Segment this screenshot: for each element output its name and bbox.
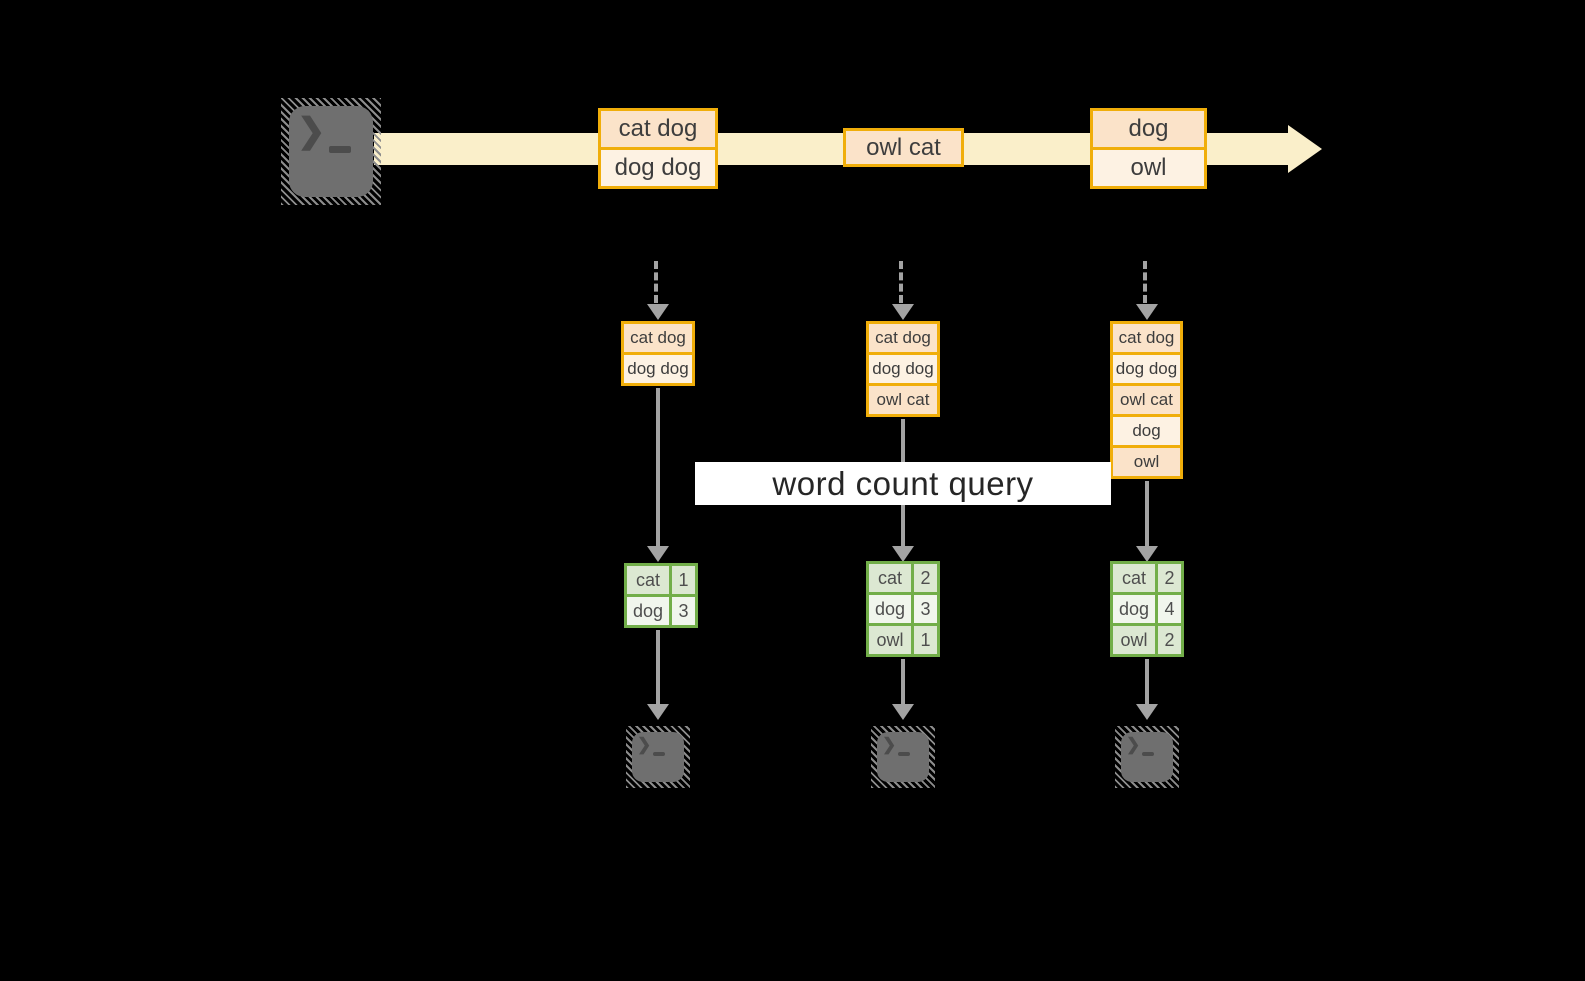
input-line: cat dog — [624, 324, 692, 352]
accumulated-input-2: cat dog dog dog owl cat — [866, 321, 940, 417]
terminal-screen — [877, 732, 929, 782]
query-arrow-line — [901, 419, 905, 462]
count-cell: 3 — [672, 597, 695, 625]
output-arrow-line — [901, 659, 905, 704]
stream-batch-3: dog owl — [1090, 108, 1207, 189]
input-line: owl — [1113, 448, 1180, 476]
input-line: owl cat — [1113, 386, 1180, 414]
query-label: word count query — [772, 464, 1034, 502]
output-arrowhead-icon — [647, 704, 669, 720]
source-terminal-icon: ❯ — [281, 98, 381, 205]
word-cell: owl — [1113, 626, 1155, 654]
dashed-arrowhead-icon — [1136, 304, 1158, 320]
count-cell: 2 — [914, 564, 937, 592]
query-arrowhead-icon — [647, 546, 669, 562]
query-arrow-line — [1145, 481, 1149, 546]
query-arrow-line — [656, 388, 660, 546]
dashed-arrowhead-icon — [647, 304, 669, 320]
word-cell: cat — [1113, 564, 1155, 592]
output-arrow-line — [1145, 659, 1149, 704]
output-arrow-line — [656, 630, 660, 704]
query-arrowhead-icon — [1136, 546, 1158, 562]
cursor-icon — [1142, 752, 1154, 756]
input-line: cat dog — [869, 324, 937, 352]
dashed-arrow-line — [654, 261, 658, 303]
cursor-icon — [653, 752, 665, 756]
input-line: dog — [1113, 417, 1180, 445]
input-line: dog dog — [624, 355, 692, 383]
prompt-icon: ❯ — [1126, 735, 1141, 754]
prompt-icon: ❯ — [882, 735, 897, 754]
count-cell: 1 — [914, 626, 937, 654]
sink-terminal-icon: ❯ — [871, 726, 935, 788]
word-cell: dog — [1113, 595, 1155, 623]
input-line: cat dog — [1113, 324, 1180, 352]
word-cell: cat — [869, 564, 911, 592]
count-table-2: cat 2 dog 3 owl 1 — [866, 561, 940, 657]
cursor-icon — [329, 146, 351, 153]
count-table-3: cat 2 dog 4 owl 2 — [1110, 561, 1184, 657]
word-cell: cat — [627, 566, 669, 594]
accumulated-input-1: cat dog dog dog — [621, 321, 695, 386]
prompt-icon: ❯ — [637, 735, 652, 754]
query-arrow-line — [901, 505, 905, 546]
accumulated-input-3: cat dog dog dog owl cat dog owl — [1110, 321, 1183, 479]
word-cell: dog — [869, 595, 911, 623]
input-line: dog dog — [869, 355, 937, 383]
batch-line: cat dog — [601, 111, 715, 147]
stream-arrowhead-icon — [1288, 125, 1322, 173]
terminal-screen — [632, 732, 684, 782]
batch-line: owl — [1093, 150, 1204, 186]
count-cell: 1 — [672, 566, 695, 594]
query-arrowhead-icon — [892, 546, 914, 562]
output-arrowhead-icon — [1136, 704, 1158, 720]
batch-line: owl cat — [846, 131, 961, 164]
sink-terminal-icon: ❯ — [1115, 726, 1179, 788]
input-line: dog dog — [1113, 355, 1180, 383]
sink-terminal-icon: ❯ — [626, 726, 690, 788]
query-label-band: word count query — [695, 462, 1111, 505]
batch-line: dog dog — [601, 150, 715, 186]
word-cell: owl — [869, 626, 911, 654]
dashed-arrow-line — [899, 261, 903, 303]
prompt-icon: ❯ — [297, 112, 326, 150]
batch-line: dog — [1093, 111, 1204, 147]
stream-batch-2: owl cat — [843, 128, 964, 167]
count-cell: 3 — [914, 595, 937, 623]
count-cell: 2 — [1158, 564, 1181, 592]
cursor-icon — [898, 752, 910, 756]
terminal-screen — [1121, 732, 1173, 782]
dashed-arrow-line — [1143, 261, 1147, 303]
count-table-1: cat 1 dog 3 — [624, 563, 698, 628]
count-cell: 2 — [1158, 626, 1181, 654]
output-arrowhead-icon — [892, 704, 914, 720]
word-cell: dog — [627, 597, 669, 625]
dashed-arrowhead-icon — [892, 304, 914, 320]
stream-batch-1: cat dog dog dog — [598, 108, 718, 189]
count-cell: 4 — [1158, 595, 1181, 623]
input-line: owl cat — [869, 386, 937, 414]
